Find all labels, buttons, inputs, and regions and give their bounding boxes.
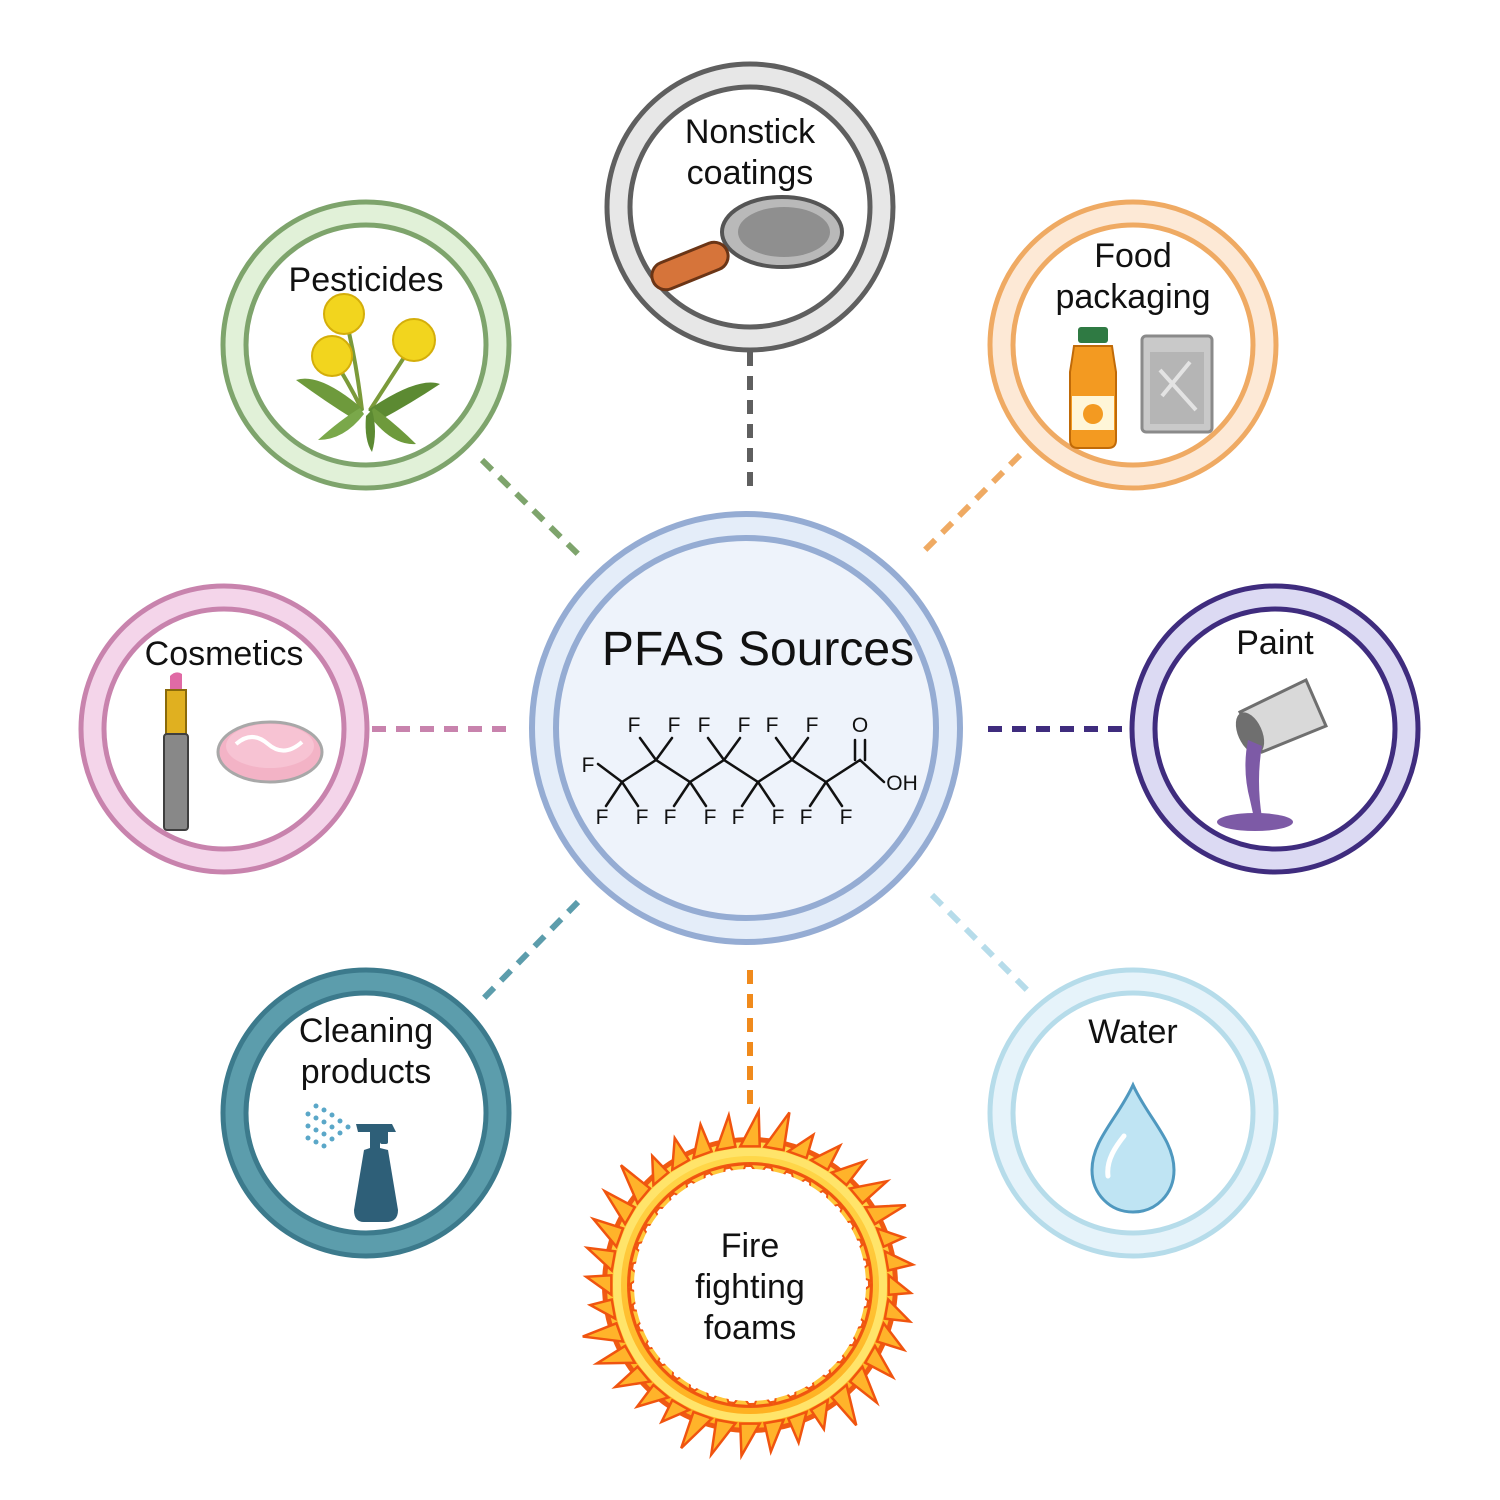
node-food: [987, 199, 1279, 491]
label-pesticides-line: Pesticides: [288, 261, 444, 299]
fluorine-atom: F: [628, 714, 641, 737]
water-drop-icon: [1090, 1081, 1176, 1214]
label-pesticides: Pesticides: [289, 260, 444, 301]
flame-tongue: [738, 1422, 762, 1461]
flame-tongue: [829, 1382, 858, 1427]
flame-tongue: [714, 1110, 737, 1152]
label-food-line: Food: [1094, 237, 1172, 275]
node-cosmetics: [78, 583, 370, 875]
flame-tongue: [762, 1418, 786, 1456]
flame-tongue: [883, 1249, 917, 1273]
flame-tongue: [582, 1321, 625, 1344]
flame-tongue: [829, 1158, 869, 1187]
flame-tongue: [809, 1397, 830, 1433]
connector-food: [917, 452, 1023, 558]
fluorine-atom: F: [840, 806, 853, 829]
pfoa-molecule: [596, 736, 886, 808]
fluorine-atom: F: [636, 806, 649, 829]
label-nonstick-line: coatings: [686, 154, 814, 192]
label-paint-line: Paint: [1236, 624, 1314, 662]
carbonyl-oxygen-atom: O: [852, 714, 868, 737]
label-fire-line: Fire: [720, 1227, 780, 1265]
fluorine-atom: F: [596, 806, 609, 829]
flame-tongue: [709, 1418, 738, 1460]
fluorine-atom: F: [668, 714, 681, 737]
hydroxyl-group: OH: [886, 772, 918, 795]
flame-tongue: [887, 1272, 915, 1297]
flame-tongue: [592, 1344, 637, 1365]
fluorine-atom: F: [704, 806, 717, 829]
flame-tongue: [586, 1297, 617, 1321]
flame-tongue: [874, 1226, 908, 1249]
flame-tongue: [589, 1216, 625, 1250]
label-fire-line: foams: [703, 1309, 797, 1347]
flame-tongue: [883, 1296, 914, 1324]
label-water-line: Water: [1088, 1013, 1178, 1051]
label-cleaning-line: products: [300, 1053, 432, 1091]
flame-tongue: [738, 1106, 762, 1148]
flame-tongue: [863, 1343, 896, 1381]
flame-tongue: [583, 1246, 617, 1273]
paint-can-pouring-icon: [1217, 677, 1328, 831]
dandelion-plant-icon: [296, 293, 440, 452]
flame-tongue: [875, 1320, 908, 1353]
connector-water: [929, 892, 1033, 996]
node-paint: [1129, 583, 1421, 875]
node-water: [987, 967, 1279, 1259]
flame-tongue: [582, 1273, 613, 1298]
flame-tongue: [619, 1164, 652, 1206]
fluorine-atom: F: [698, 714, 711, 737]
flame-tongue: [785, 1131, 816, 1160]
flame-tongue: [650, 1152, 671, 1188]
fluorine-atom: F: [772, 806, 785, 829]
fluorine-atom: F: [806, 714, 819, 737]
node-fire: [582, 1106, 917, 1461]
juice-bottle-and-foil-pouch-icon: [1069, 327, 1214, 449]
flame-tongue: [847, 1179, 892, 1206]
flame-tongue: [808, 1142, 843, 1172]
fluorine-atom: F: [582, 754, 595, 777]
flame-tongue: [786, 1409, 809, 1447]
flame-tongue: [848, 1364, 880, 1407]
flame-tongue: [670, 1134, 691, 1173]
connector-cleaning: [479, 899, 581, 1003]
fluorine-atom: F: [766, 714, 779, 737]
label-food-line: packaging: [1055, 278, 1211, 316]
flame-tongue: [762, 1111, 791, 1152]
fluorine-atom: F: [664, 806, 677, 829]
connector-pesticides: [479, 457, 583, 559]
center-title: PFAS Sources: [601, 623, 915, 676]
label-paint: Paint: [1236, 623, 1314, 664]
label-cleaning-line: Cleaning: [298, 1012, 434, 1050]
label-water: Water: [1088, 1012, 1177, 1053]
flame-tongue: [691, 1120, 714, 1160]
flame-tongue: [680, 1410, 715, 1449]
fluorine-atom: F: [738, 714, 751, 737]
fluorine-atom: F: [732, 806, 745, 829]
label-fire-line: fighting: [695, 1268, 805, 1306]
flame-tongue: [611, 1364, 653, 1389]
node-cleaning: [220, 967, 512, 1259]
flame-tongue: [601, 1187, 637, 1227]
node-pesticides: [220, 199, 512, 491]
flame-tongue: [633, 1383, 671, 1409]
node-nonstick: [604, 61, 896, 353]
center-node: [529, 511, 963, 945]
flame-tongue: [863, 1203, 907, 1226]
frying-pan-icon: [650, 195, 844, 292]
lipstick-and-compact-icon: [163, 672, 324, 831]
label-cosmetics: Cosmetics: [145, 634, 304, 675]
spray-bottle-icon: [305, 1103, 398, 1222]
flame-tongue: [658, 1398, 692, 1425]
label-cosmetics-line: Cosmetics: [144, 635, 304, 673]
label-nonstick-line: Nonstick: [684, 113, 816, 151]
fluorine-atom: F: [800, 806, 813, 829]
